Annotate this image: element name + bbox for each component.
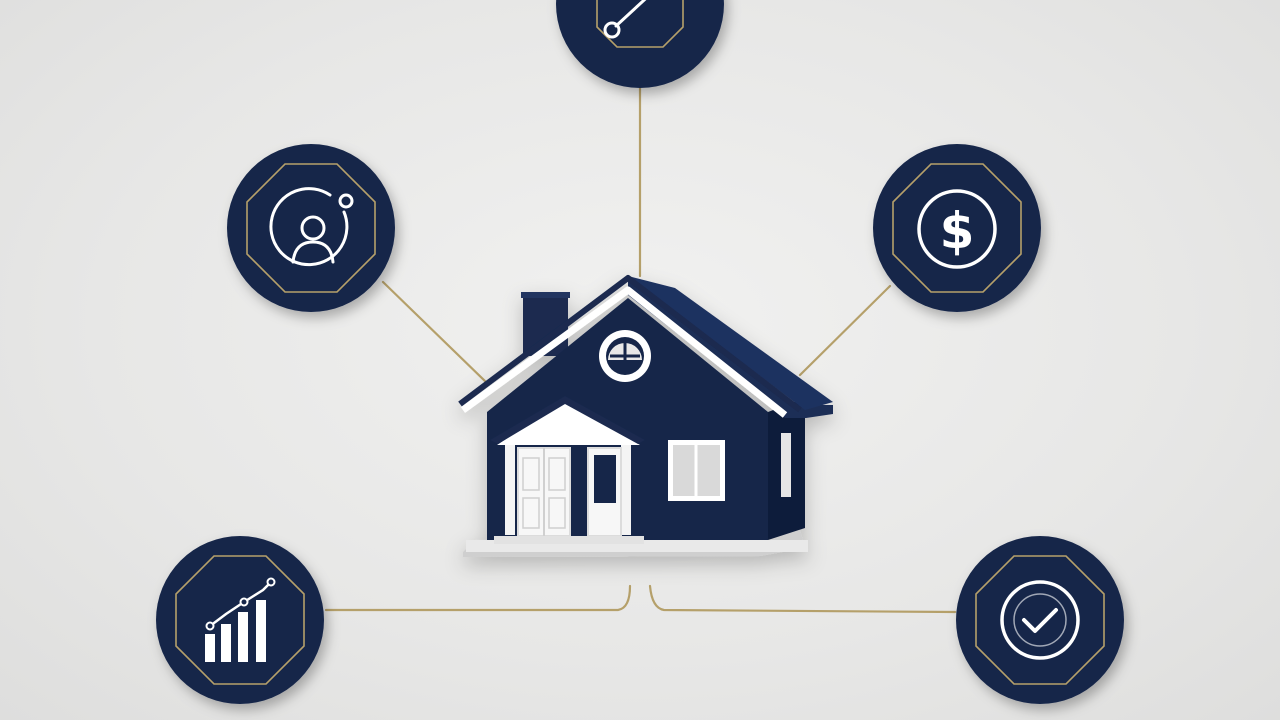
svg-text:$: $ [940,202,975,260]
connector-finance [798,284,892,377]
connectors [324,84,957,614]
bar-chart-icon [205,577,276,662]
wrench-icon [603,0,647,39]
node-owner [227,144,395,312]
connector-approval [648,584,957,614]
connector-growth [324,584,632,612]
node-finance [873,144,1041,312]
user-icon [269,187,354,267]
node-tools [556,0,724,88]
house-icon [458,275,833,557]
node-approval [956,536,1124,704]
dollar-icon: $ [917,189,997,269]
connector-owner [381,280,489,385]
checkmark-icon [1000,580,1080,660]
